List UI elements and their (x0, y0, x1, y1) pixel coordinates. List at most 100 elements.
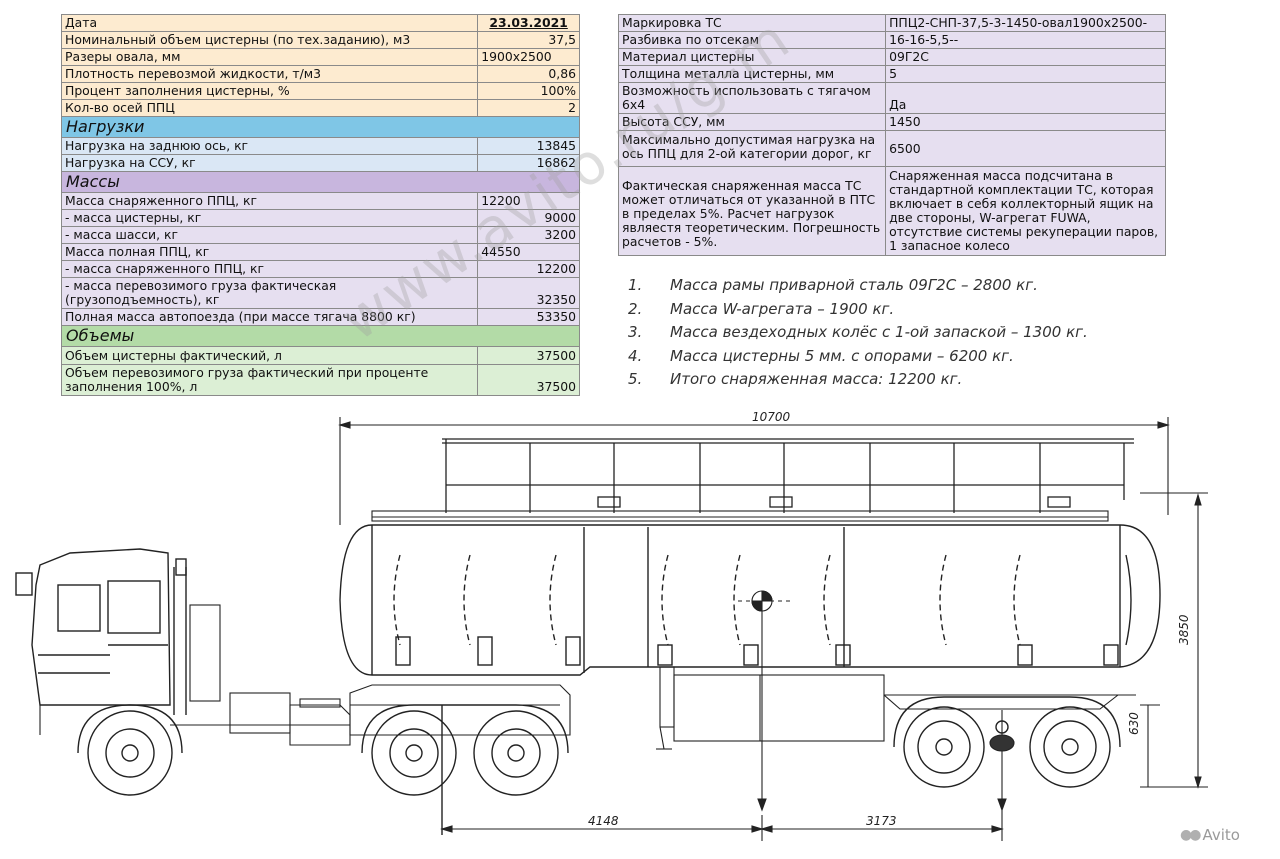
note-item: 3. Масса вездеходных колёс с 1-ой запаско… (628, 323, 1088, 347)
dim-label-cg-to-axle: 3173 (866, 814, 897, 828)
row-label: Плотность перевозмой жидкости, т/м3 (60, 65, 479, 83)
row-value: 12200 (477, 260, 580, 278)
truck-drawing: 10700 3850 630 4148 3173 (15, 410, 1208, 841)
row-value: 44550 (477, 243, 580, 261)
row-value: 09Г2С (885, 48, 1166, 66)
row-label: Кол-во осей ППЦ (60, 99, 479, 117)
mass-notes-list: 1. Масса рамы приварной сталь 09Г2С – 280… (628, 276, 1088, 394)
avito-dots-icon: ●● (1180, 827, 1202, 843)
table-row: Объем перевозимого груза фактический при… (60, 364, 580, 396)
center-of-gravity-marker (738, 590, 790, 812)
tractor-cab (15, 548, 187, 715)
row-label: Нагрузка на ССУ, кг (60, 154, 479, 172)
row-value: 37500 (477, 364, 580, 396)
note-number: 2. (628, 299, 643, 318)
table-row: Фактическая снаряженная масса ТС может о… (617, 166, 1166, 256)
row-label: Объем цистерны фактический, л (60, 346, 479, 365)
section-loads-header: Нагрузки (61, 116, 580, 138)
row-label: Разбивка по отсекам (617, 31, 887, 49)
trailer-wheels (893, 696, 1121, 788)
row-label: Фактическая снаряженная масса ТС может о… (617, 166, 887, 256)
row-value: 1450 (885, 113, 1166, 131)
row-value: 53350 (477, 308, 580, 326)
note-text: Масса рамы приварной сталь 09Г2С – 2800 … (670, 276, 1038, 294)
row-value: 12200 (477, 192, 580, 210)
row-value: 9000 (477, 209, 580, 227)
row-label: Номинальный объем цистерны (по тех.задан… (60, 31, 479, 49)
row-value: 2 (477, 99, 580, 117)
row-value: 37500 (477, 346, 580, 365)
row-value: Снаряженная масса подсчитана в стандартн… (885, 166, 1166, 256)
row-value: 0,86 (477, 65, 580, 83)
tractor-wheels (77, 704, 569, 835)
table-row: Максимально допустимая нагрузка на ось П… (617, 130, 1166, 167)
dimension-height (1140, 492, 1208, 789)
row-label: Дата (60, 14, 479, 32)
table-row: Процент заполнения цистерны, %100% (60, 82, 580, 100)
tractor-chassis (39, 604, 351, 746)
row-value: 16862 (477, 154, 580, 172)
table-row: Объем цистерны фактический, л 37500 (60, 346, 580, 365)
section-volume-header: Объемы (61, 325, 580, 347)
row-value: 1900х2500 (477, 48, 580, 66)
row-value: 3200 (477, 226, 580, 244)
row-value: 5 (885, 65, 1166, 83)
note-number: 1. (628, 276, 643, 294)
dimension-overall-length (338, 417, 1170, 525)
note-item: 4. Масса цистерны 5 мм. с опорами – 6200 … (628, 347, 1088, 371)
note-text: Масса вездеходных колёс с 1-ой запаской … (670, 323, 1088, 341)
table-row: Высота ССУ, мм 1450 (617, 113, 1166, 131)
row-label: Полная масса автопоезда (при массе тягач… (60, 308, 479, 326)
row-label: Материал цистерны (617, 48, 887, 66)
trailer-chassis (349, 666, 1136, 812)
note-text: Масса цистерны 5 мм. с опорами – 6200 кг… (670, 346, 1014, 365)
row-value: 37,5 (477, 31, 580, 49)
row-label: Высота ССУ, мм (617, 113, 887, 131)
row-label: Процент заполнения цистерны, % (60, 82, 479, 100)
tank-body (339, 524, 1161, 676)
row-label: Максимально допустимая нагрузка на ось П… (617, 130, 887, 167)
note-item: 2.Масса W-агрегата – 1900 кг. (628, 300, 1088, 324)
row-label: - масса перевозимого груза фактическая (… (60, 277, 479, 309)
row-label: Разеры овала, мм (60, 48, 479, 66)
catwalk (371, 510, 1109, 522)
row-value: Да (885, 82, 1166, 114)
dim-label-overall-length: 10700 (752, 410, 791, 424)
row-label: - масса снаряженного ППЦ, кг (60, 260, 479, 278)
note-number: 3. (628, 323, 643, 341)
dim-label-kingpin-to-cg: 4148 (588, 814, 619, 828)
row-label: - масса цистерны, кг (60, 209, 479, 227)
row-value: 6500 (885, 130, 1166, 167)
row-label: Нагрузка на заднюю ось, кг (60, 137, 479, 155)
row-label: Маркировка ТС (617, 14, 887, 32)
row-value: ППЦ2-СНП-37,5-3-1450-овал1900х2500- (885, 14, 1166, 32)
row-label: Масса снаряженного ППЦ, кг (60, 192, 479, 210)
table-row: - масса перевозимого груза фактическая (… (60, 277, 580, 309)
note-number: 5. (628, 370, 643, 388)
dim-label-axle-height: 630 (1127, 712, 1141, 735)
dimension-bottom (440, 810, 1004, 841)
dim-label-height: 3850 (1177, 614, 1191, 645)
row-value: 16-16-5,5-- (885, 31, 1166, 49)
row-value: 13845 (477, 137, 580, 155)
table-row: Полная масса автопоезда (при массе тягач… (60, 308, 580, 326)
row-value: 32350 (477, 277, 580, 309)
note-number: 4. (628, 346, 643, 365)
tank-railing (442, 438, 1134, 513)
row-label: Объем перевозимого груза фактический при… (60, 364, 479, 396)
note-text: Итого снаряженная масса: 12200 кг. (670, 370, 963, 388)
row-value: 100% (477, 82, 580, 100)
avito-logo: ●● Avito (1180, 826, 1240, 844)
